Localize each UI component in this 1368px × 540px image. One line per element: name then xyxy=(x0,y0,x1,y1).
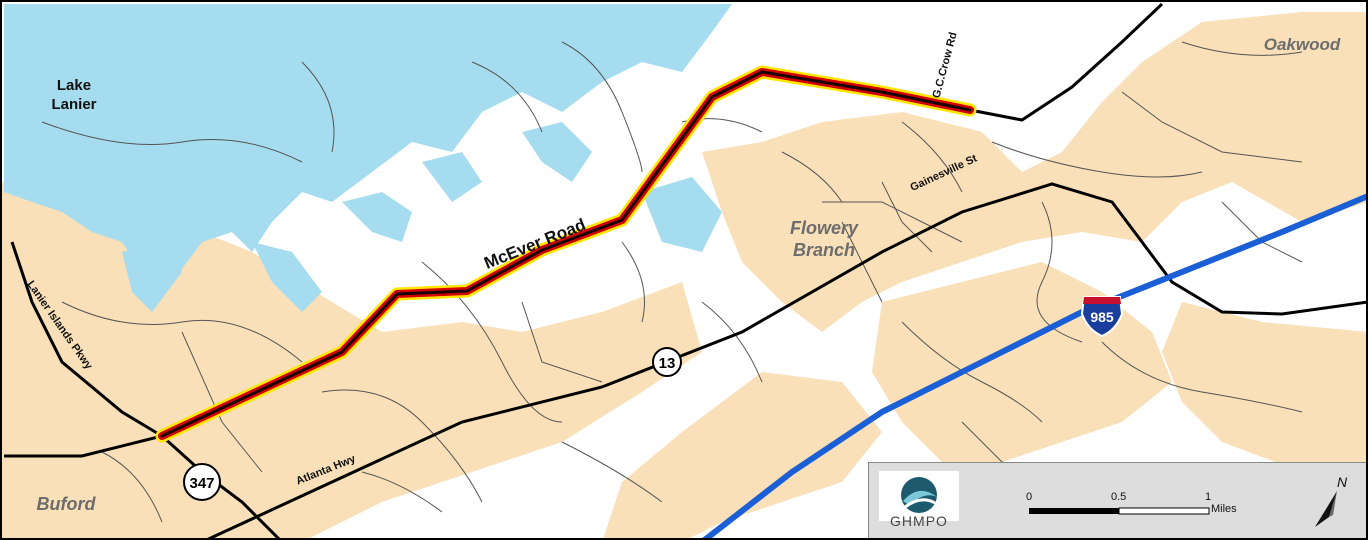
sr-13-shield: 13 xyxy=(652,347,682,377)
sr-13-shield-text: 13 xyxy=(659,355,676,372)
north-arrow-icon: N xyxy=(1309,469,1349,531)
mcever-road-highlight xyxy=(155,65,977,443)
state-routes xyxy=(4,2,1366,538)
scale-tick-0: 0 xyxy=(1026,491,1033,503)
sr-347-shield: 347 xyxy=(183,463,221,501)
lake-lanier-water xyxy=(4,4,732,312)
north-label: N xyxy=(1337,474,1348,490)
sr-347-shield-text: 347 xyxy=(189,475,214,492)
flowery-branch-label-line1: Flowery xyxy=(790,218,859,238)
ghmpo-logo-text: GHMPO xyxy=(890,513,948,529)
lake-label-line1: Lake xyxy=(57,77,91,94)
gc-crow-rd-label: G.C.Crow Rd xyxy=(931,31,960,100)
scale-tick-1: 1 xyxy=(1205,491,1212,503)
scale-tick-05: 0.5 xyxy=(1111,491,1127,503)
flowery-branch-label-line2: Branch xyxy=(793,240,855,260)
legend-panel: GHMPO 0 0.5 1 Miles N xyxy=(868,462,1366,538)
scale-bar-graphic xyxy=(1029,507,1210,515)
scale-unit-label: Miles xyxy=(1211,503,1237,515)
i-985-shield: 985 xyxy=(1080,296,1124,338)
lake-label-line2: Lanier xyxy=(51,96,96,113)
sr-347-road xyxy=(160,434,281,538)
oakwood-label: Oakwood xyxy=(1264,35,1341,54)
west-connector-road xyxy=(4,434,163,458)
ghmpo-logo-icon xyxy=(879,471,959,533)
gc-crow-extension-road xyxy=(969,2,1164,122)
lanier-islands-pkwy-road xyxy=(10,241,163,438)
atlanta-hwy-road xyxy=(207,182,1366,538)
i-985-shield-text: 985 xyxy=(1090,309,1114,325)
i-985-interstate xyxy=(702,193,1366,538)
buford-label: Buford xyxy=(37,494,97,514)
